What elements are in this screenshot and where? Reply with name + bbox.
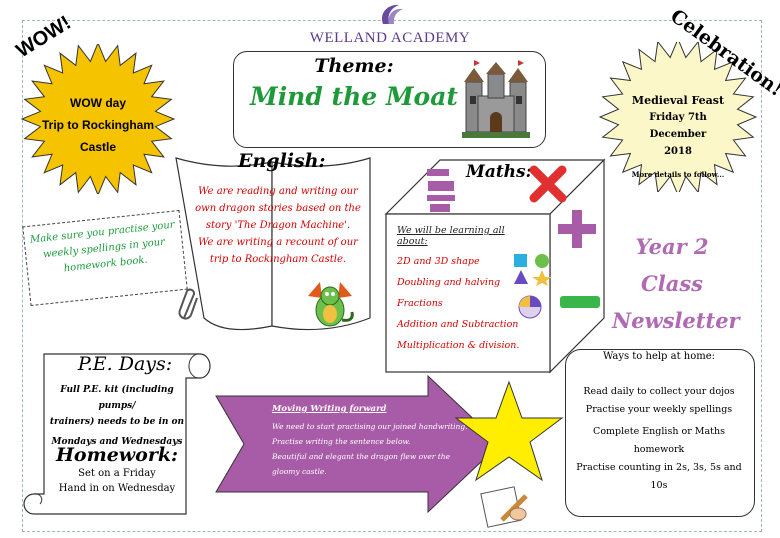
english-book	[175, 157, 371, 331]
help-item: homework	[633, 444, 685, 455]
homework-line: Set on a Friday	[78, 468, 156, 479]
pe-homework-scroll	[23, 353, 211, 515]
writing-text: Moving Writing forward We need to start …	[272, 402, 468, 479]
wow-line: Castle	[79, 140, 117, 154]
celebration-year: 2018	[664, 146, 692, 157]
theme-heading: Theme:	[314, 55, 394, 77]
plus-icon	[558, 210, 596, 248]
celebration-details: Medieval Feast Friday 7th December 2018 …	[622, 92, 734, 183]
maths-item: Doubling and halving	[397, 277, 501, 288]
newsletter-line: Class	[641, 271, 703, 296]
maths-item: 2D and 3D shape	[397, 256, 480, 267]
pe-line: Full P.E. kit (including pumps/	[60, 385, 174, 411]
help-item: Complete English or Maths	[593, 426, 725, 437]
writing-line: Beautiful and elegant the dragon flew ov…	[272, 452, 451, 461]
newsletter-line: Year 2	[635, 234, 709, 259]
help-box	[565, 349, 755, 517]
help-item: Practise counting in 2s, 3s, 5s and	[576, 462, 742, 473]
maths-heading: Maths:	[466, 162, 532, 182]
shapes-icon	[514, 254, 552, 286]
divide-icon	[427, 181, 455, 212]
dragon-icon	[308, 282, 354, 327]
help-list: Read daily to collect your dojos Practis…	[571, 383, 747, 495]
spellings-note: Make sure you practise your weekly spell…	[22, 209, 188, 307]
writing-line: Practise writing the sentence below.	[272, 437, 411, 446]
english-line: We are writing a recount of our	[198, 237, 358, 248]
english-line: We are reading and writing our	[198, 186, 358, 197]
maths-item: Addition and Subtraction	[397, 319, 519, 330]
paperclip-icon	[178, 288, 198, 320]
writing-line: gloomy castle.	[272, 467, 327, 476]
maths-item: Fractions	[397, 298, 443, 309]
handwriting-icon	[480, 486, 528, 528]
equals-bar-icon	[560, 296, 600, 308]
pe-text: Full P.E. kit (including pumps/ trainers…	[42, 382, 192, 450]
maths-cube	[384, 158, 606, 374]
maths-list: We will be learning all about: 2D and 3D…	[397, 225, 537, 361]
homework-heading: Homework:	[55, 444, 179, 466]
pe-heading: P.E. Days:	[77, 353, 173, 375]
wow-details: WOW day Trip to Rockingham Castle	[40, 92, 156, 158]
english-heading: English:	[238, 150, 326, 172]
english-line: story 'The Dragon Machine'.	[205, 220, 351, 231]
academy-swirl-icon	[381, 4, 403, 24]
maths-intro: We will be learning all about:	[397, 225, 505, 247]
newsletter-title: Year 2 Class Newsletter	[612, 228, 740, 339]
english-line: trip to Rockingham Castle.	[209, 254, 347, 265]
wow-line: WOW day	[70, 96, 126, 110]
minus-icon	[427, 169, 449, 176]
fraction-circle-icon	[518, 295, 542, 319]
writing-arrow	[215, 374, 501, 514]
english-text: We are reading and writing our own drago…	[190, 183, 366, 268]
theme-title: Mind the Moat	[250, 82, 458, 111]
writing-line: We need to start practising our joined h…	[272, 422, 468, 431]
pe-line: trainers) needs to be in on	[49, 417, 185, 427]
castle-icon	[462, 60, 530, 138]
wow-burst	[20, 44, 176, 194]
writing-title: Moving Writing forward	[272, 404, 387, 414]
help-item: Practise your weekly spellings	[585, 404, 733, 415]
newsletter-line: Newsletter	[612, 308, 740, 333]
celebration-burst	[598, 42, 758, 192]
academy-name: WELLAND ACADEMY	[309, 30, 471, 46]
celebration-event: Medieval Feast	[631, 94, 725, 107]
star-icon	[454, 380, 564, 482]
celebration-date: Friday 7th December	[649, 112, 707, 140]
multiply-icon	[529, 165, 567, 203]
help-title: Ways to help at home:	[602, 351, 716, 362]
celebration-note: More details to follow...	[631, 170, 725, 179]
maths-item: Multiplication & division.	[397, 340, 520, 351]
english-line: own dragon stories based on the	[195, 203, 361, 214]
homework-text: Set on a Friday Hand in on Wednesday	[42, 466, 192, 496]
help-item: 10s	[650, 480, 668, 491]
theme-box: Theme: Mind the Moat	[233, 51, 546, 148]
help-item: Read daily to collect your dojos	[583, 386, 735, 397]
wow-line: Trip to Rockingham	[41, 118, 154, 132]
homework-line: Hand in on Wednesday	[58, 483, 176, 494]
pe-line: Mondays and Wednesdays	[51, 437, 183, 447]
